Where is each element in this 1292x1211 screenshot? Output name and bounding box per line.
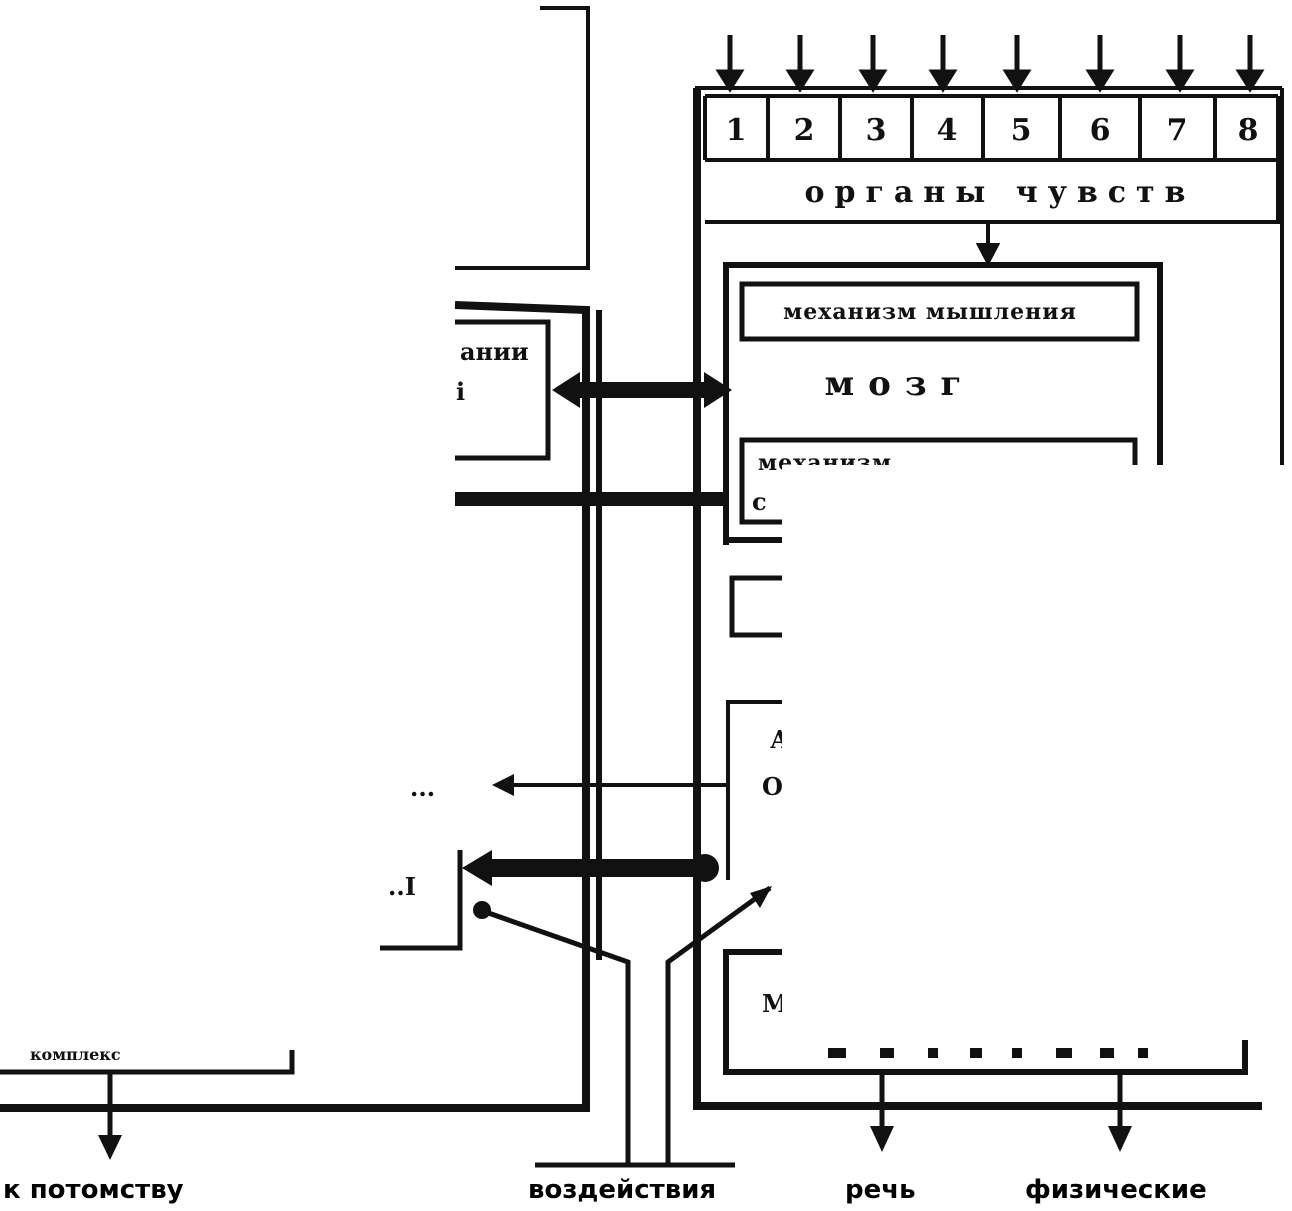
right-middle-box <box>726 700 782 880</box>
sensor-number-7: 7 <box>1167 113 1188 148</box>
small-partial-box <box>729 575 782 638</box>
left-middle-fragment: ... <box>410 773 435 802</box>
sensor-number-4: 4 <box>937 113 958 148</box>
right-middle-box-line2: О <box>762 772 783 801</box>
right-lower-box <box>723 949 1248 1075</box>
brain-box <box>723 262 1163 545</box>
left-upper-box <box>455 319 551 461</box>
mechanism-thinking-box <box>739 281 1140 342</box>
mechanism-second-line-fragment: с <box>752 487 767 516</box>
influence-right-arrowhead <box>750 886 772 908</box>
physical-output <box>1108 1072 1132 1152</box>
speech-output <box>870 1072 894 1152</box>
sensor-arrows <box>715 35 1265 93</box>
left-thin-arrow <box>492 774 728 796</box>
dotted-label-remnant <box>828 1048 1148 1058</box>
blank-overlay <box>782 465 1292 1040</box>
brain-left-link-upper <box>552 372 732 408</box>
sensor-number-5: 5 <box>1011 113 1032 148</box>
sensor-number-8: 8 <box>1238 113 1259 148</box>
left-lower-box <box>380 850 463 951</box>
label-speech: речь <box>845 1175 916 1205</box>
brain-left-link-lower <box>462 850 719 886</box>
influence-lines <box>479 885 772 1168</box>
mechanism-thinking-label: механизм мышления <box>783 299 1077 325</box>
offspring-bar-label-remnant: комплекс <box>30 1045 121 1064</box>
label-physical: физические <box>1025 1175 1207 1205</box>
sensor-header <box>695 86 1282 224</box>
influence-join-dot <box>473 901 491 919</box>
left-bus <box>0 301 602 1112</box>
left-lower-box-fragment: ..І <box>388 872 416 901</box>
brain-label: мозг <box>825 364 976 404</box>
offspring-arrowhead <box>98 1135 122 1160</box>
sensor-number-6: 6 <box>1090 113 1111 148</box>
top-left-box <box>455 6 590 270</box>
offspring-bracket <box>0 1050 295 1140</box>
sensor-number-3: 3 <box>866 113 887 148</box>
sensor-to-brain-arrow <box>975 224 1001 267</box>
left-upper-box-line1: ании <box>460 337 529 366</box>
organs-label: органы чувств <box>805 175 1196 210</box>
label-influence: воздействия <box>528 1175 716 1205</box>
left-upper-box-line2: і <box>456 377 465 406</box>
mechanism-second-box <box>739 437 1138 525</box>
sensor-number-1: 1 <box>726 113 747 148</box>
label-offspring: к потомству <box>3 1175 184 1205</box>
sensor-number-2: 2 <box>794 113 815 148</box>
